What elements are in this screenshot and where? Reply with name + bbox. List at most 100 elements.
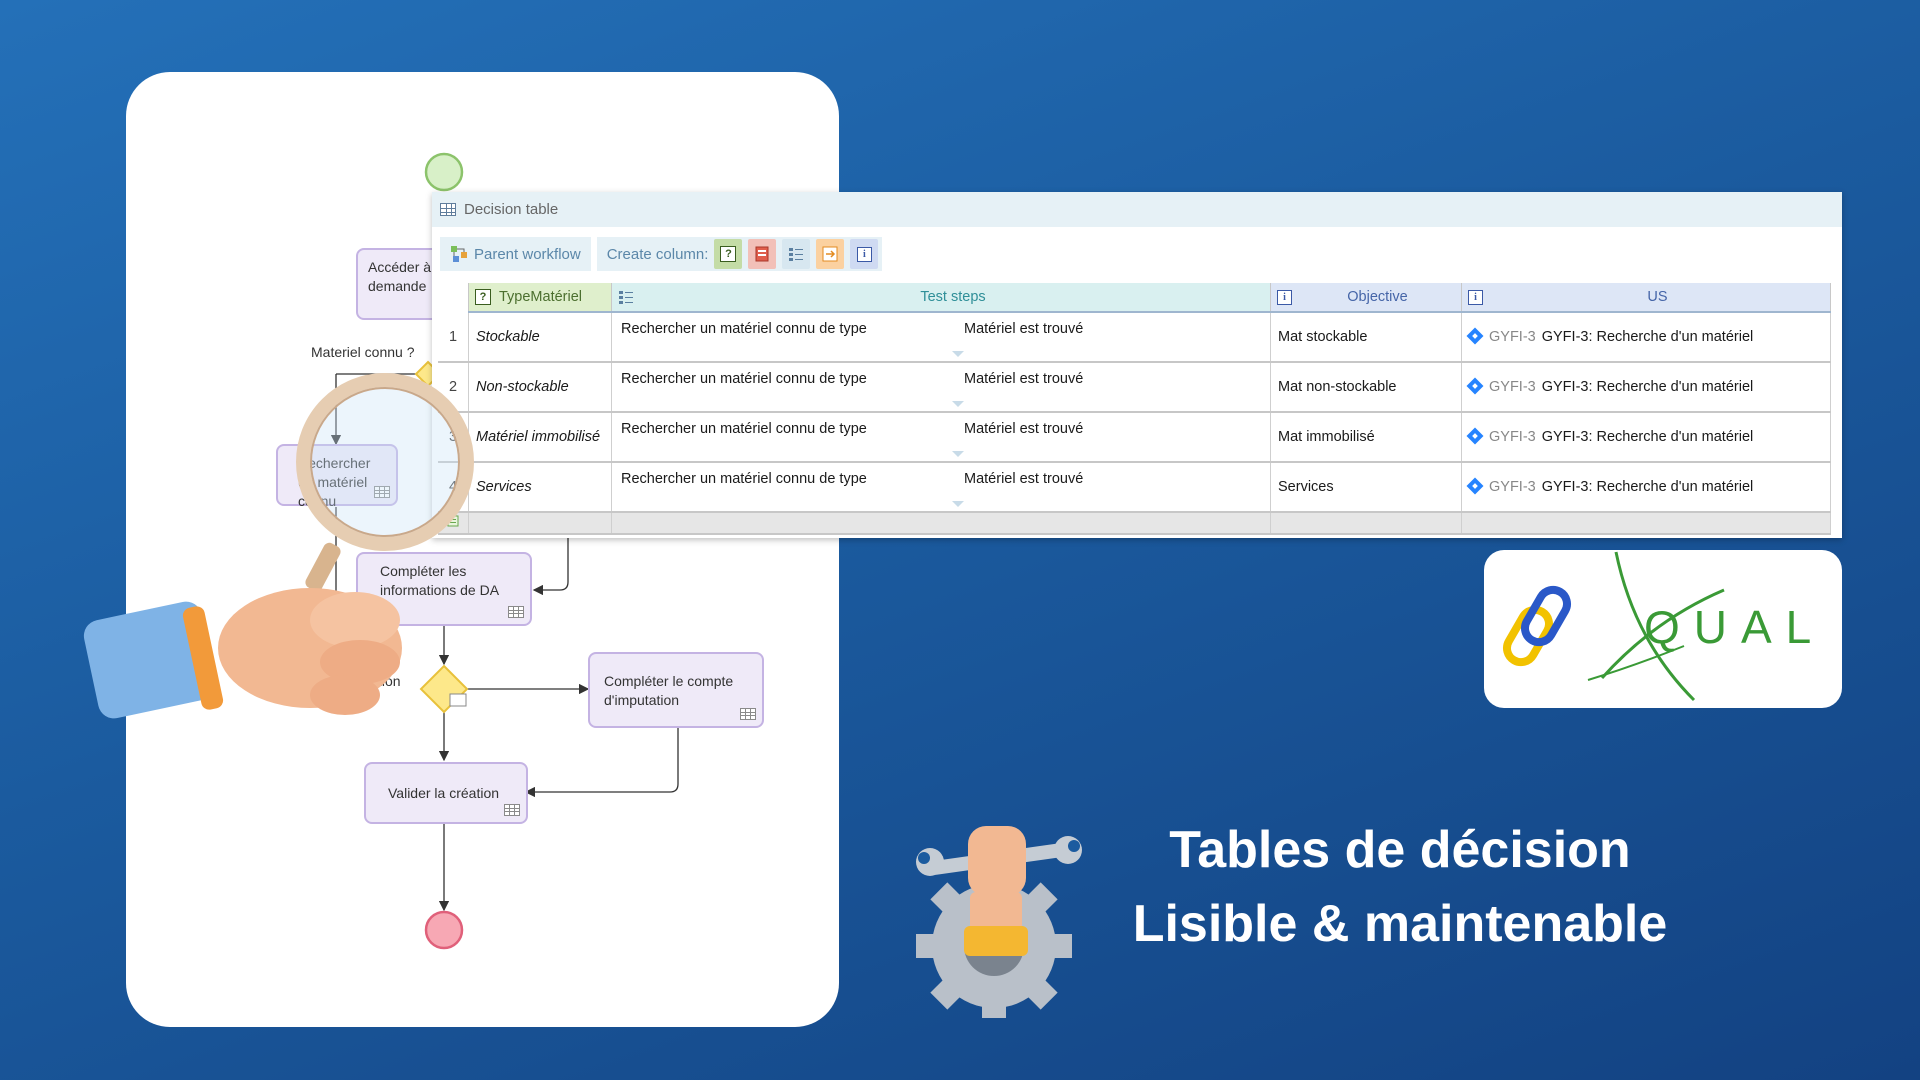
info-icon: i [1468, 289, 1483, 305]
table-icon [440, 203, 456, 216]
column-header-test-steps-label: Test steps [920, 289, 986, 305]
us-title[interactable]: GYFI-3: Recherche d'un matériel [1541, 479, 1754, 495]
step-action: Rechercher un matériel connu de type [621, 421, 867, 437]
step-action: Rechercher un matériel connu de type [621, 471, 867, 487]
arrow-out-icon [822, 246, 838, 262]
expand-arrow-icon[interactable] [952, 451, 964, 457]
x-swoosh [1614, 551, 1696, 702]
sleeve [83, 601, 217, 719]
task-acceder-label: Accéder à la demande [368, 259, 446, 294]
column-header-test-steps[interactable]: Test steps [611, 283, 1271, 313]
row-number: 1 [438, 312, 469, 363]
create-result-column-button[interactable] [748, 239, 777, 269]
step-result: Matériel est trouvé [964, 421, 1084, 437]
question-label: Materiel connu ? [311, 344, 415, 360]
test-steps-cell[interactable]: Rechercher un matériel connu de type Mat… [611, 462, 1271, 513]
objective-cell[interactable]: Services [1270, 462, 1462, 513]
create-output-column-button[interactable] [816, 239, 845, 269]
type-cell[interactable]: Matériel immobilisé [468, 412, 612, 463]
us-title[interactable]: GYFI-3: Recherche d'un matériel [1541, 379, 1754, 395]
column-header-type[interactable]: ? TypeMatériel [468, 283, 612, 313]
task-completer-compte[interactable]: Compléter le compte d'imputation [588, 652, 764, 728]
question-icon: ? [720, 246, 737, 262]
objective-cell[interactable]: Mat non-stockable [1270, 362, 1462, 413]
end-event [424, 910, 464, 950]
document-icon [755, 246, 769, 262]
table-icon [508, 606, 524, 618]
task-rechercher[interactable]: Rechercher un matériel connu [276, 444, 398, 509]
question-icon: ? [475, 289, 491, 305]
table-row[interactable]: 3 Matériel immobilisé Rechercher un maté… [438, 412, 1831, 463]
us-cell[interactable]: GYFI-3 GYFI-3: Recherche d'un matériel [1461, 462, 1831, 513]
decision-table-titlebar: Decision table [432, 192, 1842, 227]
magnifier-handle [305, 542, 341, 592]
add-row[interactable] [438, 512, 1831, 535]
table-icon [504, 804, 520, 816]
expand-arrow-icon[interactable] [952, 351, 964, 357]
step-result: Matériel est trouvé [964, 471, 1084, 487]
create-info-column-button[interactable]: i [850, 239, 879, 269]
type-cell[interactable]: Non-stockable [468, 362, 612, 413]
expand-arrow-icon[interactable] [952, 501, 964, 507]
task-completer-compte-label: Compléter le compte d'imputation [604, 673, 734, 708]
headline-line-1: Tables de décision [1169, 821, 1631, 879]
step-action: Rechercher un matériel connu de type [621, 371, 867, 387]
list-icon [619, 291, 633, 304]
create-column-group: Create column: ? i [596, 237, 883, 271]
decision-table-grid: ? TypeMatériel Test steps i Objective [438, 283, 1831, 535]
chain-link-blue [1521, 585, 1571, 647]
xqual-logo-text: QUAL [1644, 601, 1825, 653]
table-row[interactable]: 4 Services Rechercher un matériel connu … [438, 462, 1831, 513]
task-completer-infos-label: Compléter les informations de DA [380, 563, 500, 598]
headline-line-2: Lisible & maintenable [1132, 895, 1668, 953]
table-icon [374, 486, 390, 498]
column-header-us[interactable]: i US [1461, 283, 1831, 313]
us-title[interactable]: GYFI-3: Recherche d'un matériel [1541, 329, 1754, 345]
magnifier-hand-illustration [83, 373, 474, 719]
empty-cell [1461, 512, 1831, 535]
workflow-icon [451, 246, 467, 262]
expand-arrow-icon[interactable] [952, 401, 964, 407]
type-cell[interactable]: Services [468, 462, 612, 513]
jira-icon [1466, 427, 1484, 445]
create-steps-column-button[interactable] [782, 239, 811, 269]
type-cell[interactable]: Stockable [468, 312, 612, 363]
xqual-logo-card: QUAL [1484, 550, 1842, 708]
us-cell[interactable]: GYFI-3 GYFI-3: Recherche d'un matériel [1461, 362, 1831, 413]
table-row[interactable]: 1 Stockable Rechercher un matériel connu… [438, 312, 1831, 363]
step-result: Matériel est trouvé [964, 371, 1084, 387]
corner-header [438, 283, 469, 312]
column-header-objective-label: Objective [1347, 289, 1408, 305]
test-steps-cell[interactable]: Rechercher un matériel connu de type Mat… [611, 412, 1271, 463]
test-steps-cell[interactable]: Rechercher un matériel connu de type Mat… [611, 362, 1271, 413]
column-header-objective[interactable]: i Objective [1270, 283, 1462, 313]
create-parameter-column-button[interactable]: ? [714, 239, 743, 269]
us-id: GYFI-3 [1489, 479, 1536, 495]
table-row[interactable]: 2 Non-stockable Rechercher un matériel c… [438, 362, 1831, 413]
gear-wrench-illustration [916, 826, 1082, 1018]
list-icon [789, 248, 804, 261]
jira-icon [1466, 327, 1484, 345]
us-cell[interactable]: GYFI-3 GYFI-3: Recherche d'un matériel [1461, 412, 1831, 463]
parent-workflow-button[interactable]: Parent workflow [440, 237, 591, 271]
info-icon: i [856, 246, 872, 262]
objective-cell[interactable]: Mat immobilisé [1270, 412, 1462, 463]
objective-cell[interactable]: Mat stockable [1270, 312, 1462, 363]
empty-cell [1270, 512, 1462, 535]
parent-workflow-label: Parent workflow [474, 245, 581, 263]
column-header-us-label: US [1647, 289, 1668, 305]
us-title[interactable]: GYFI-3: Recherche d'un matériel [1541, 429, 1754, 445]
us-id: GYFI-3 [1489, 379, 1536, 395]
table-icon [740, 708, 756, 720]
task-valider[interactable]: Valider la création [364, 762, 528, 824]
empty-cell [468, 512, 612, 535]
info-icon: i [1277, 289, 1292, 305]
column-header-type-label: TypeMatériel [499, 289, 583, 305]
decision-table-window: Decision table Parent workflow Create co… [432, 192, 1842, 538]
start-event [424, 152, 464, 192]
task-valider-label: Valider la création [388, 785, 500, 801]
us-id: GYFI-3 [1489, 429, 1536, 445]
step-action: Rechercher un matériel connu de type [621, 321, 867, 337]
test-steps-cell[interactable]: Rechercher un matériel connu de type Mat… [611, 312, 1271, 363]
